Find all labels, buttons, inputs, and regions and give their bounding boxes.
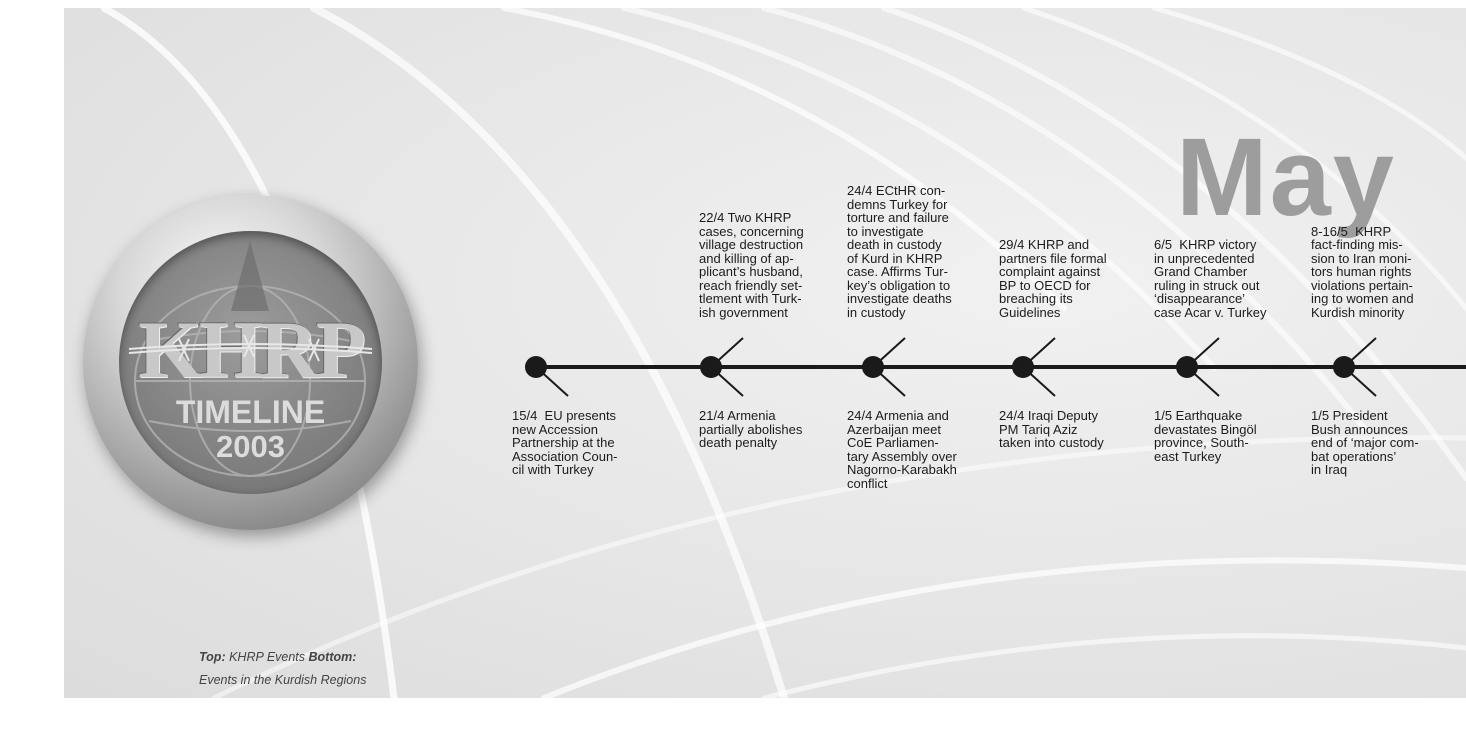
bottom-event-5: 1/5 Earthquake devastates Bingöl provinc… [1154, 409, 1314, 463]
top-event-5: 8-16/5 KHRP fact-finding mis- sion to Ir… [1311, 225, 1461, 320]
timeline-node-4 [1012, 356, 1034, 378]
top-event-1: 22/4 Two KHRP cases, concerning village … [699, 211, 859, 319]
timeline-node-2 [700, 356, 722, 378]
top-event-3: 29/4 KHRP and partners file formal compl… [999, 238, 1159, 319]
bottom-event-4: 24/4 Iraqi Deputy PM Tariq Aziz taken in… [999, 409, 1159, 450]
bottom-event-2: 21/4 Armenia partially abolishes death p… [699, 409, 859, 450]
top-event-2: 24/4 ECtHR con- demns Turkey for torture… [847, 184, 1007, 319]
bottom-event-1: 15/4 EU presents new Accession Partnersh… [512, 409, 672, 477]
bottom-event-6: 1/5 President Bush announces end of ‘maj… [1311, 409, 1461, 477]
timeline-node-1 [525, 356, 547, 378]
top-event-4: 6/5 KHRP victory in unprecedented Grand … [1154, 238, 1314, 319]
timeline-node-6 [1333, 356, 1355, 378]
bottom-event-3: 24/4 Armenia and Azerbaijan meet CoE Par… [847, 409, 1007, 490]
timeline-node-5 [1176, 356, 1198, 378]
timeline-node-3 [862, 356, 884, 378]
